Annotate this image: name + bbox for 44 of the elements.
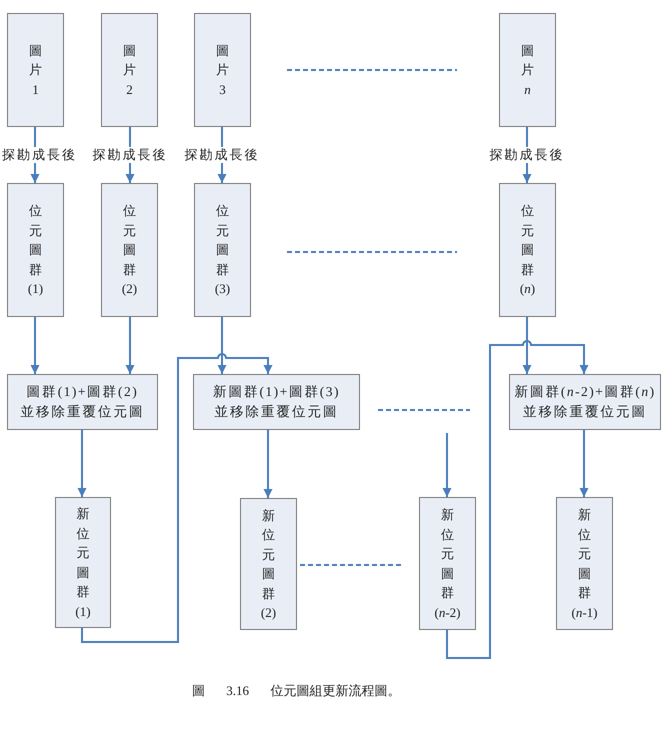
process-box — [194, 183, 251, 317]
process-box — [193, 374, 360, 430]
process-box — [509, 374, 661, 430]
node-text: 圖片 n — [521, 42, 534, 99]
arrow — [522, 317, 532, 374]
process-box — [101, 183, 158, 317]
process-box — [419, 497, 476, 630]
arrow — [446, 340, 588, 659]
process-box — [7, 183, 64, 317]
node-text: 新位元圖群(n-1) — [571, 506, 598, 622]
node-text: 新圖群(1)+圖群(3) — [212, 383, 340, 401]
arrow — [81, 352, 272, 643]
arrow — [264, 430, 272, 498]
node-text: 並移除重覆位元圖 — [523, 403, 647, 421]
node-text: 圖片1 — [29, 42, 42, 99]
process-box — [7, 374, 158, 430]
node-text: 新圖群(n-2)+圖群(n) — [514, 383, 656, 401]
arrow — [580, 430, 588, 497]
process-box — [499, 183, 556, 317]
node-text: 並移除重覆位元圖 — [20, 403, 144, 421]
process-box — [101, 13, 158, 127]
node-text: 位元圖群(2) — [122, 202, 138, 298]
arrow — [218, 317, 226, 374]
process-box — [194, 13, 251, 127]
arrow — [78, 430, 86, 497]
node-text: 圖群(1)+圖群(2) — [26, 383, 138, 401]
process-box — [7, 13, 64, 127]
node-text: 圖片3 — [216, 42, 229, 99]
arrow — [126, 317, 134, 374]
process-box — [556, 497, 613, 630]
process-box — [499, 13, 556, 127]
node-text: 圖片2 — [123, 42, 136, 99]
node-text: 新位元圖群(2) — [260, 506, 276, 622]
node-text: 位元圖群(1) — [28, 202, 44, 298]
node-text: 新位元圖群(1) — [75, 505, 91, 621]
arrow — [442, 433, 452, 497]
node-text: 並移除重覆位元圖 — [214, 403, 338, 421]
figure-caption: 圖 3.16 位元圖組更新流程圖。 — [192, 682, 400, 700]
arrow — [30, 317, 40, 374]
process-box — [55, 497, 111, 628]
node-text: 位元圖群(3) — [214, 202, 230, 298]
node-text: 位元圖群(n) — [520, 202, 536, 298]
node-text: 新位元圖群(n-2) — [434, 506, 460, 622]
process-box — [240, 498, 297, 630]
